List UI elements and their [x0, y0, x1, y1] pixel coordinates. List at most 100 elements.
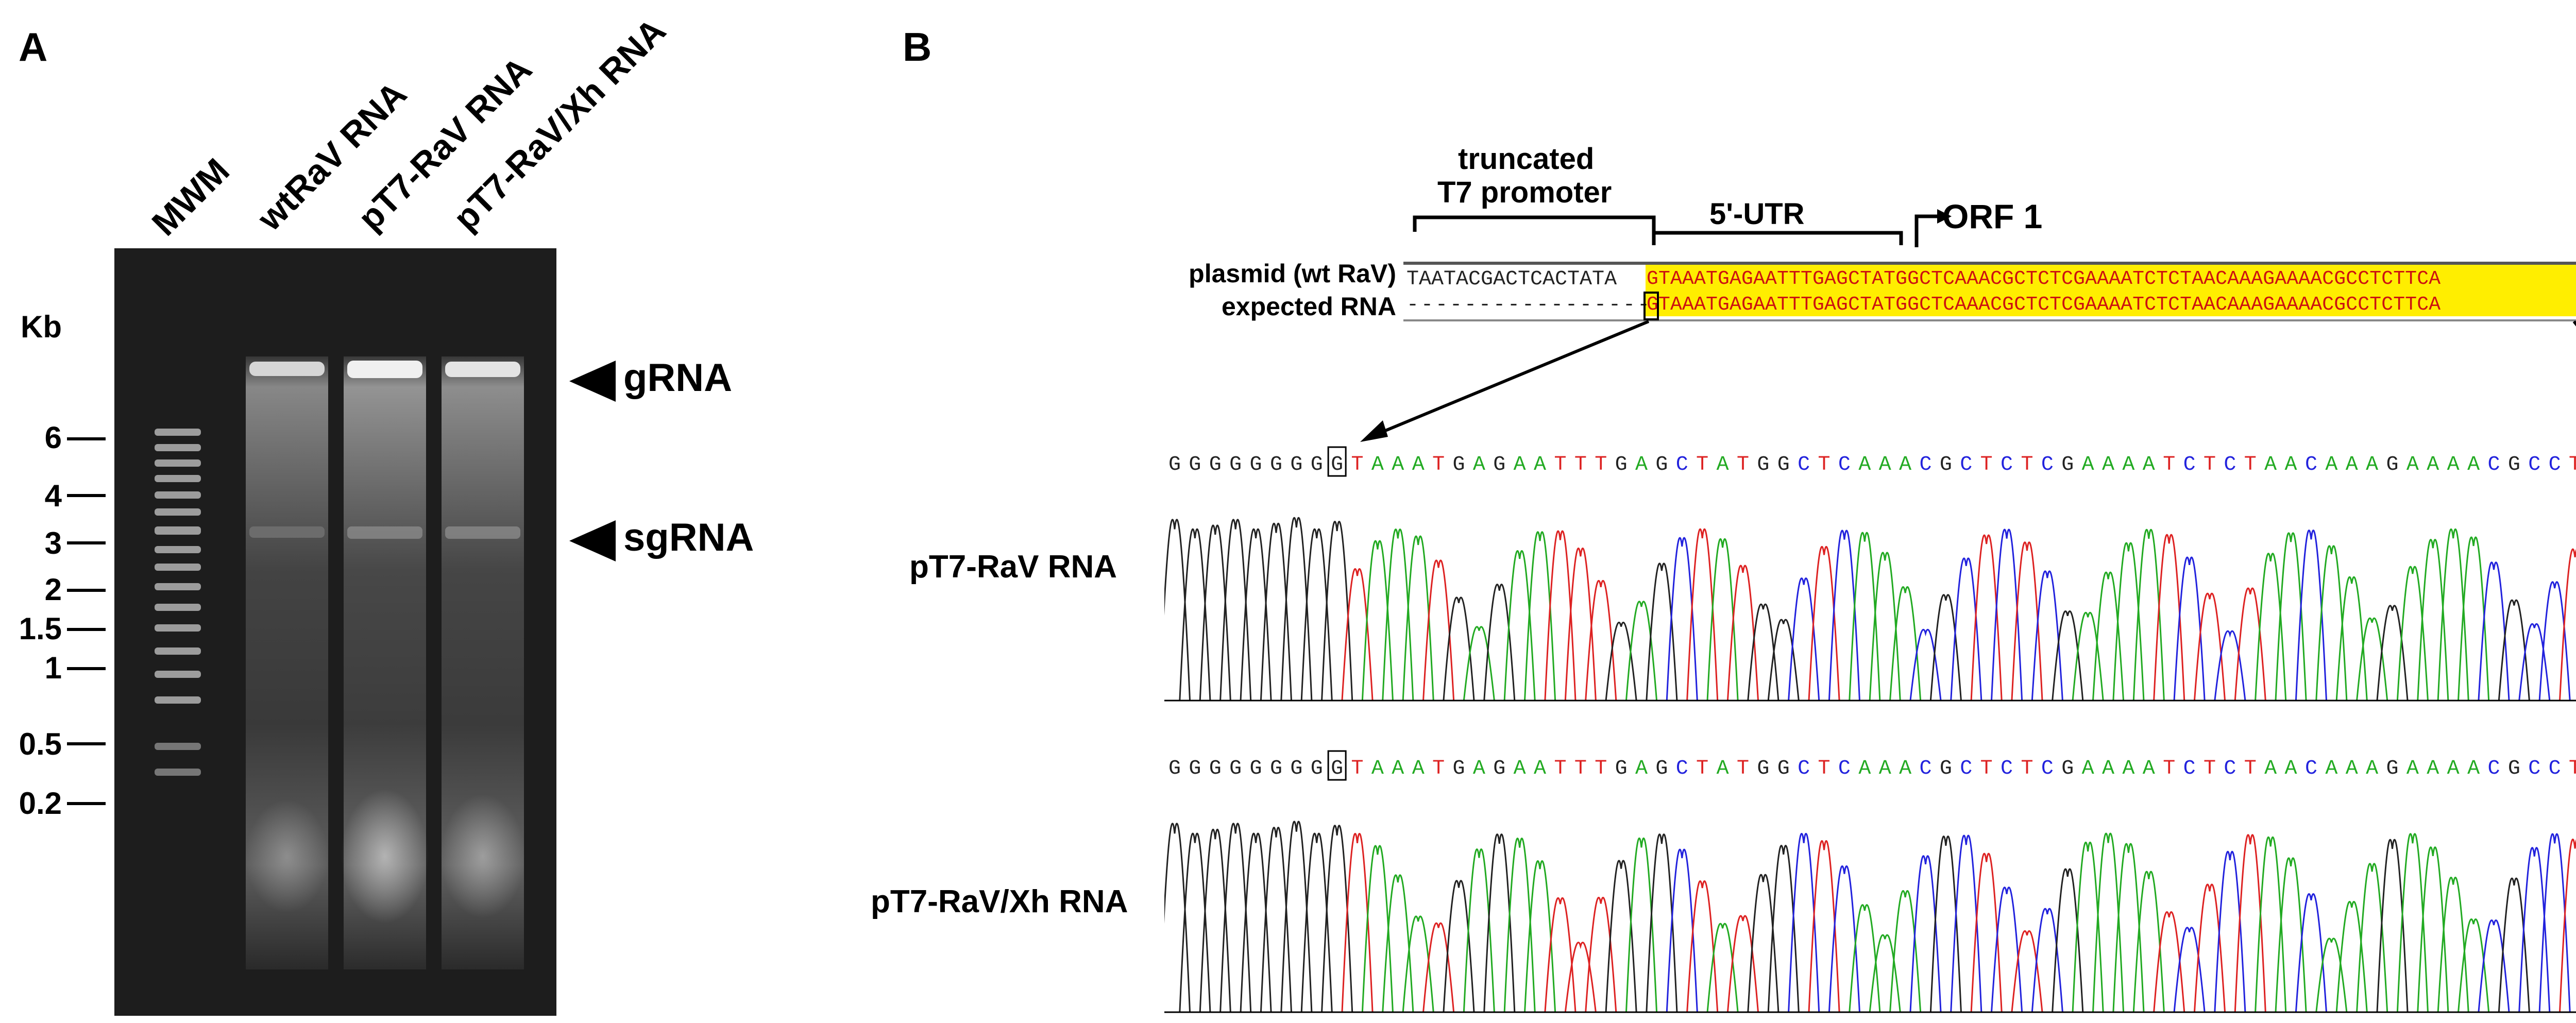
trace-peak	[1646, 833, 1678, 1013]
trace-peak	[1747, 874, 1780, 1013]
trace-peak	[1361, 540, 1394, 701]
grna-band-pt7-rav	[347, 361, 422, 378]
base-call: C	[2001, 757, 2013, 780]
sgrna-label: sgRNA	[623, 516, 754, 559]
mw-tick-marks	[67, 437, 106, 805]
base-call: T	[2569, 757, 2576, 780]
base-call: A	[1899, 757, 1911, 780]
base-call: A	[2143, 757, 2155, 780]
base-call: C	[1798, 453, 1810, 476]
base-call: C	[1676, 453, 1688, 476]
base-call: A	[1717, 453, 1729, 476]
base-call: G	[1209, 453, 1222, 476]
base-call: A	[1392, 757, 1404, 780]
base-call: T	[1351, 757, 1364, 780]
base-call: T	[2163, 757, 2175, 780]
base-call: G	[1290, 453, 1302, 476]
base-call: A	[2102, 453, 2114, 476]
trace-peak	[1666, 537, 1698, 701]
marker-ladder	[155, 429, 201, 776]
trace-peak	[1808, 840, 1840, 1013]
base-call: G	[1655, 757, 1668, 780]
trace-peak	[1524, 531, 1556, 701]
sgrna-arrow-icon	[569, 520, 616, 561]
trace-peak	[1382, 874, 1414, 1013]
start-g-box	[1643, 292, 1659, 320]
base-call: A	[1635, 757, 1648, 780]
base-call: A	[1371, 757, 1384, 780]
lane-label-mwm: MWM	[144, 151, 237, 244]
sgrna-band-pt7-rav	[347, 526, 422, 539]
trace-label-pt7-rav-xh: pT7-RaV/Xh RNA	[871, 884, 1128, 919]
base-call: G	[1229, 757, 1242, 780]
utr-label: 5'-UTR	[1709, 197, 1805, 231]
base-call: C	[2183, 453, 2196, 476]
base-call: A	[1514, 757, 1526, 780]
trace-peak	[1341, 832, 1374, 1013]
panel-a-letter: A	[19, 24, 48, 70]
base-call: A	[2143, 453, 2155, 476]
trace-peak	[1849, 904, 1881, 1013]
base-call: T	[1574, 757, 1587, 780]
trace-peak	[2193, 592, 2226, 701]
trace-peak	[2112, 843, 2145, 1013]
trace-peak	[2538, 833, 2571, 1013]
base-call: G	[1250, 453, 1262, 476]
trace-peak	[2275, 532, 2307, 701]
base-call: T	[1696, 757, 1708, 780]
base-call: G	[2061, 453, 2074, 476]
base-call: C	[2487, 757, 2500, 780]
trace-peak	[2295, 530, 2327, 701]
trace-peak	[1544, 530, 1577, 701]
kb-unit-label: Kb	[21, 310, 62, 344]
rna-insert-seq: GTAAATGAGAATTTGAGCTATGGCTCAAACGCTCTCGAAA…	[1647, 294, 2441, 316]
trace-peak	[1321, 825, 1353, 1013]
trace-peak	[1402, 535, 1434, 701]
trace-peak	[2458, 536, 2490, 701]
base-call: C	[2549, 453, 2561, 476]
trace-peak	[1300, 832, 1333, 1013]
trace-peak	[1991, 886, 2023, 1013]
base-call: A	[1635, 453, 1648, 476]
base-call: A	[2467, 453, 2480, 476]
trace-peak	[1869, 934, 1901, 1013]
base-call: G	[1777, 757, 1790, 780]
base-call: T	[1696, 453, 1708, 476]
base-call: A	[1858, 757, 1871, 780]
base-call: G	[1757, 453, 1769, 476]
trace-peak	[1686, 528, 1719, 701]
trace-peak	[2559, 548, 2576, 701]
trace-peak	[1179, 832, 1211, 1013]
base-call: G	[1209, 757, 1222, 780]
trace-peak	[2011, 541, 2043, 701]
trace-peak	[1503, 550, 1536, 701]
trace-peak	[1909, 628, 1942, 701]
base-call: G	[1493, 757, 1505, 780]
base-call: C	[1919, 757, 1931, 780]
trace-peak	[2234, 834, 2266, 1013]
mw-label-1: 1	[44, 651, 62, 685]
trace-peak	[1585, 579, 1617, 701]
smear-wtrav	[246, 799, 328, 913]
alignment-box	[1403, 262, 2576, 321]
base-call: G	[1168, 757, 1181, 780]
base-call: A	[1473, 453, 1485, 476]
base-call: C	[1960, 453, 1972, 476]
trace-peak	[2478, 561, 2510, 701]
base-call: T	[1351, 453, 1364, 476]
alignment-highlight	[1646, 265, 2576, 316]
base-call: A	[2122, 453, 2134, 476]
trace-peak	[2315, 937, 2348, 1013]
base-call: C	[2041, 757, 2054, 780]
base-call: T	[1818, 453, 1831, 476]
trace-peak	[1605, 860, 1637, 1013]
base-call: G	[1229, 453, 1242, 476]
trace-label-pt7-rav: pT7-RaV RNA	[909, 549, 1117, 585]
base-call: C	[1838, 453, 1851, 476]
base-call: A	[2264, 757, 2277, 780]
base-call: T	[1980, 757, 1993, 780]
trace-peak	[2052, 610, 2084, 701]
base-call: G	[1331, 757, 1343, 780]
base-call: C	[2487, 453, 2500, 476]
trace-peak	[1788, 577, 1820, 701]
